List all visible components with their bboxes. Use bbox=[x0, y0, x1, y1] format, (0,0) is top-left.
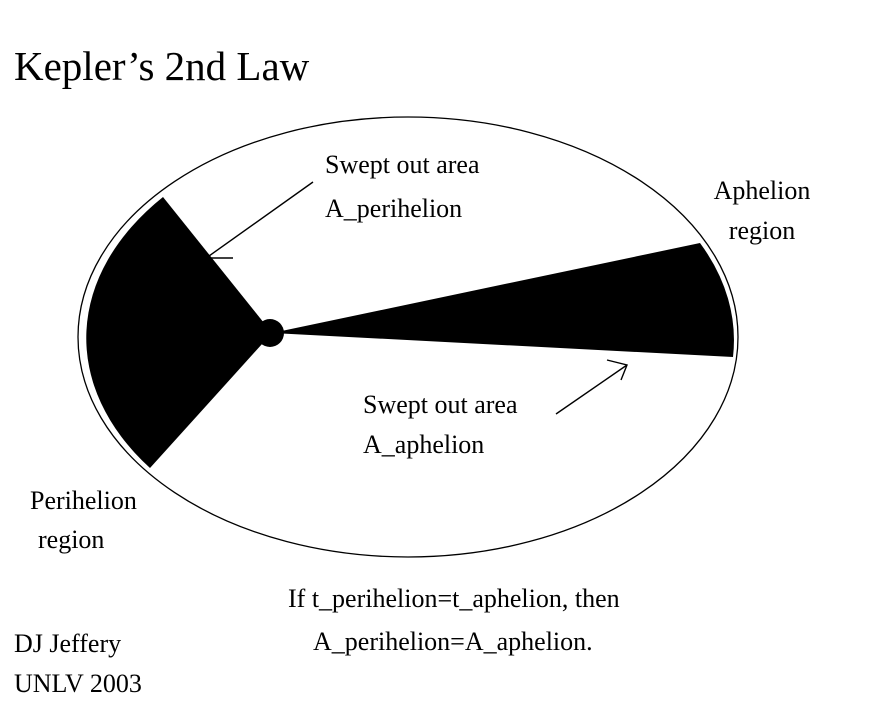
aphelion-pointer-arrow bbox=[555, 359, 628, 415]
sun-focus-dot bbox=[256, 319, 284, 347]
caption-line1: If t_perihelion=t_aphelion, then bbox=[288, 584, 620, 613]
swept-area-aphelion-label: Swept out area A_aphelion bbox=[363, 392, 518, 458]
page-title: Kepler’s 2nd Law bbox=[14, 43, 310, 89]
perihelion-region-line1: Perihelion bbox=[30, 486, 137, 515]
perihelion-region-line2: region bbox=[38, 525, 105, 554]
aphelion-swept-area-shape bbox=[272, 243, 734, 357]
credit-institution-year: UNLV 2003 bbox=[14, 669, 142, 698]
swept-area-aphelion-line1: Swept out area bbox=[363, 390, 518, 419]
swept-area-aphelion-line2: A_aphelion bbox=[363, 430, 485, 459]
credit-author: DJ Jeffery bbox=[14, 629, 122, 658]
caption-line2: A_perihelion=A_aphelion. bbox=[313, 627, 593, 656]
aphelion-region-line1: Aphelion bbox=[713, 176, 811, 205]
swept-area-perihelion-line2: A_perihelion bbox=[325, 194, 463, 223]
aphelion-region-label: Aphelion region bbox=[687, 178, 837, 244]
perihelion-swept-area-shape bbox=[86, 197, 273, 468]
credit-block: DJ Jeffery UNLV 2003 bbox=[14, 631, 142, 697]
swept-area-perihelion-line1: Swept out area bbox=[325, 150, 480, 179]
perihelion-pointer-arrow bbox=[205, 181, 314, 259]
swept-area-perihelion-label: Swept out area A_perihelion bbox=[325, 152, 480, 222]
orbit-ellipse bbox=[77, 116, 739, 558]
aphelion-region-line2: region bbox=[728, 216, 796, 245]
